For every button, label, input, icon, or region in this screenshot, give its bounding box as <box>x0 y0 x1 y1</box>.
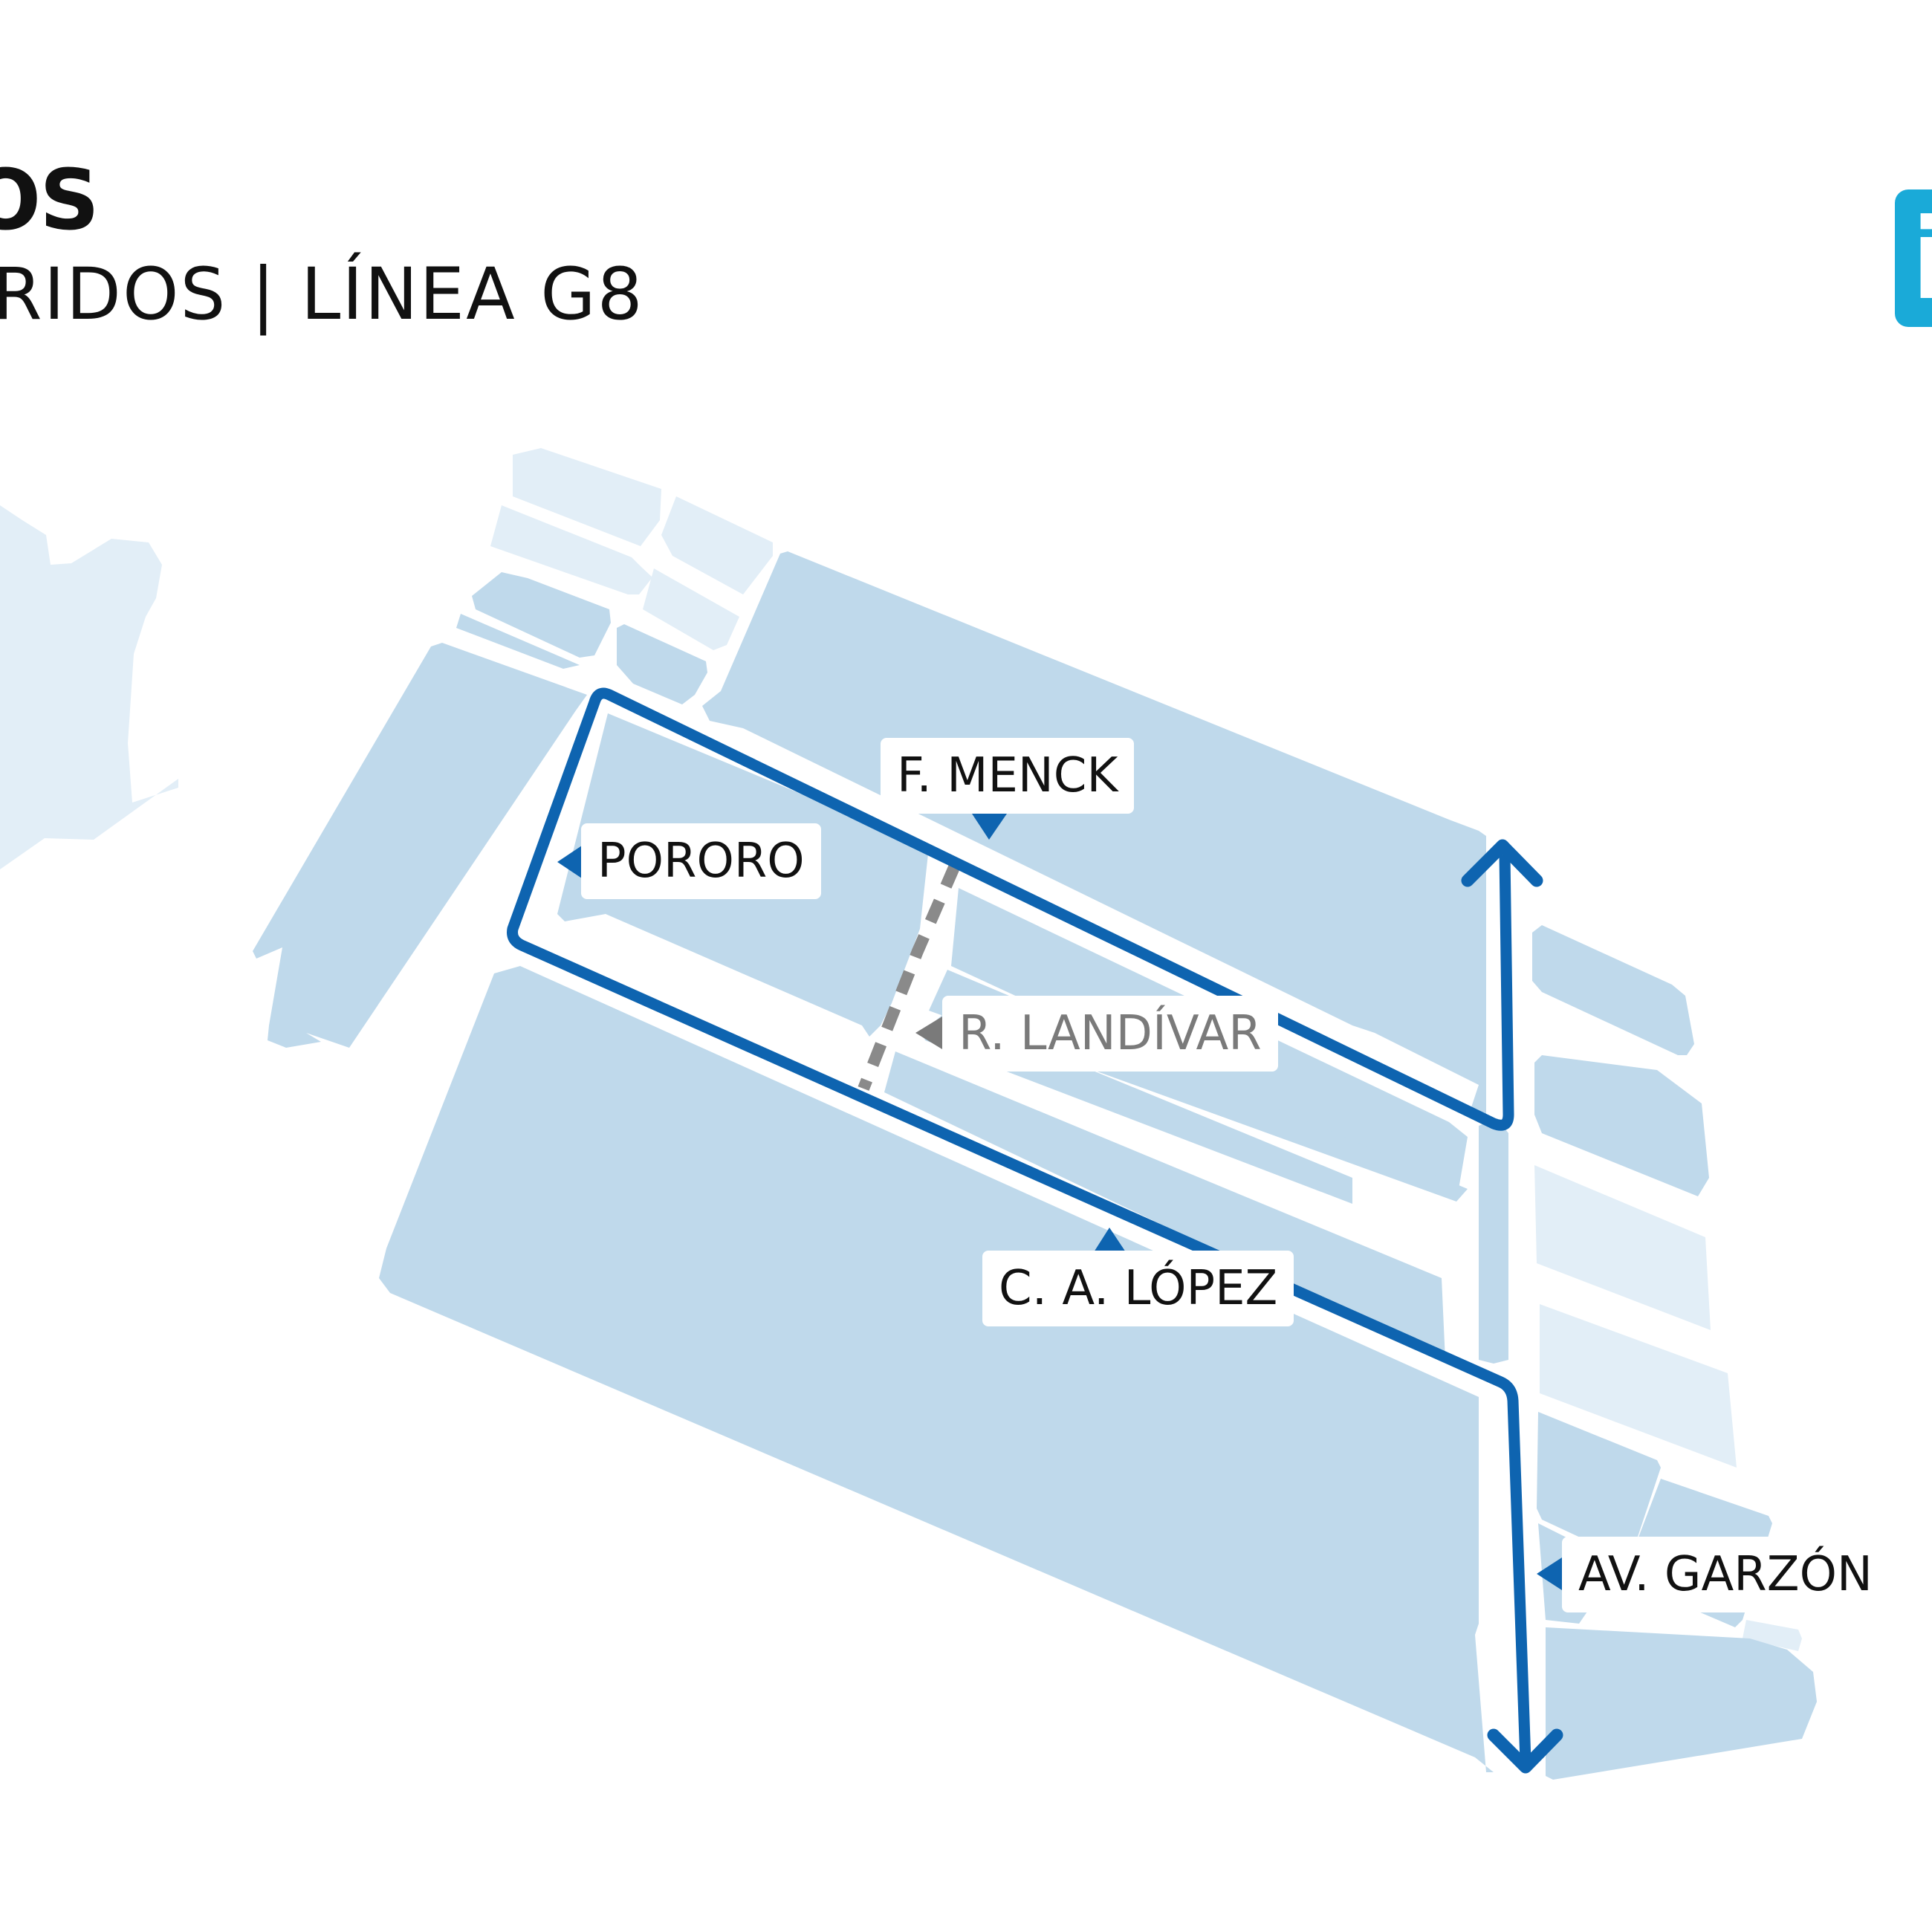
alternate-route-line <box>858 863 961 1091</box>
lopez-direction-marker <box>1094 1228 1126 1252</box>
street-label-pororo: PORORO <box>581 823 821 899</box>
street-label-menck: F. MENCK <box>881 738 1135 814</box>
landivar-direction-marker <box>915 1017 942 1049</box>
page-subtitle: RIDOS | LÍNEA G8 <box>0 253 644 336</box>
street-label-lopez: C. A. LÓPEZ <box>982 1251 1294 1326</box>
street-label-garzon: AV. GARZÓN <box>1562 1537 1889 1612</box>
pororo-direction-marker <box>557 846 582 878</box>
info-badge-icon: i <box>1895 189 1932 327</box>
garzon-direction-marker <box>1537 1557 1562 1590</box>
north-arrowhead <box>1461 839 1543 887</box>
info-badge-text: i <box>1911 195 1932 325</box>
page-title: OS <box>0 152 100 249</box>
south-arrowhead <box>1487 1728 1563 1774</box>
menck-direction-marker <box>972 814 1007 840</box>
left-land-block <box>0 505 178 869</box>
bus-route-loop <box>507 687 1531 1762</box>
street-label-landivar: R. LANDÍVAR <box>942 996 1278 1072</box>
